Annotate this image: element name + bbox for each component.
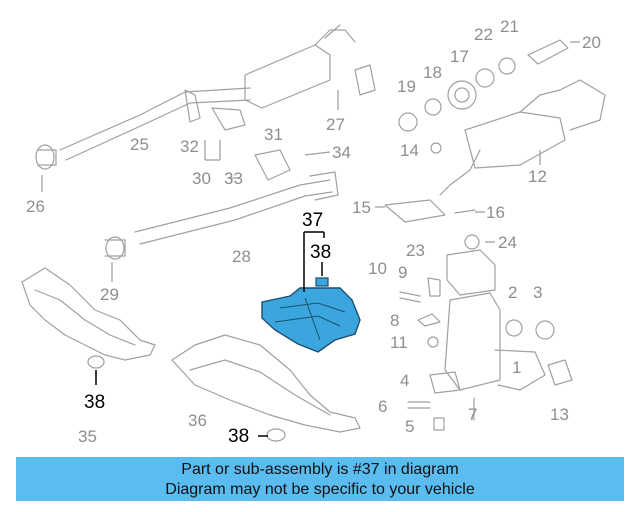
label-22: 22 — [474, 25, 493, 44]
label-37: 37 — [302, 210, 323, 231]
label-27: 27 — [326, 115, 345, 134]
label-21: 21 — [500, 17, 519, 36]
label-7: 7 — [468, 405, 477, 424]
label-31: 31 — [264, 125, 283, 144]
label-12: 12 — [528, 167, 547, 186]
label-30: 30 — [192, 169, 211, 188]
label-33: 33 — [224, 169, 243, 188]
label-34: 34 — [332, 143, 351, 162]
part-labels: 1 2 3 4 5 6 7 8 9 10 11 12 13 14 15 16 1… — [26, 17, 601, 447]
label-38-lower: 38 — [228, 426, 249, 447]
label-9: 9 — [398, 263, 407, 282]
label-38-left: 38 — [84, 392, 105, 413]
label-32: 32 — [180, 137, 199, 156]
parts-diagram: 1 2 3 4 5 6 7 8 9 10 11 12 13 14 15 16 1… — [21, 17, 606, 447]
label-3: 3 — [533, 283, 542, 302]
label-1: 1 — [512, 358, 521, 377]
label-15: 15 — [352, 198, 371, 217]
label-36: 36 — [188, 411, 207, 430]
label-19: 19 — [397, 77, 416, 96]
label-25: 25 — [130, 135, 149, 154]
label-11: 11 — [390, 333, 408, 352]
label-23: 23 — [406, 241, 425, 260]
label-18: 18 — [423, 63, 442, 82]
label-24: 24 — [498, 233, 517, 252]
caption-line-1: Part or sub-assembly is #37 in diagram — [181, 461, 459, 478]
highlighted-part-37[interactable] — [261, 277, 361, 353]
label-8: 8 — [390, 311, 399, 330]
label-6: 6 — [378, 397, 387, 416]
label-35: 35 — [78, 427, 97, 446]
label-4: 4 — [400, 371, 409, 390]
label-2: 2 — [508, 283, 517, 302]
leader-lines — [41, 41, 580, 437]
label-17: 17 — [450, 47, 469, 66]
part-38-grommet-highlight — [315, 277, 329, 287]
info-banner: Part or sub-assembly is #37 in diagram D… — [16, 457, 624, 501]
caption-line-2: Diagram may not be specific to your vehi… — [165, 481, 475, 498]
label-29: 29 — [100, 285, 119, 304]
label-5: 5 — [405, 417, 414, 436]
label-16: 16 — [486, 203, 505, 222]
label-14: 14 — [400, 141, 419, 160]
label-13: 13 — [550, 405, 569, 424]
label-26: 26 — [26, 197, 45, 216]
label-20: 20 — [582, 33, 601, 52]
label-38-upper: 38 — [310, 242, 331, 263]
label-10: 10 — [368, 259, 387, 278]
exhaust-system-lineart — [21, 24, 606, 442]
label-28: 28 — [232, 247, 251, 266]
